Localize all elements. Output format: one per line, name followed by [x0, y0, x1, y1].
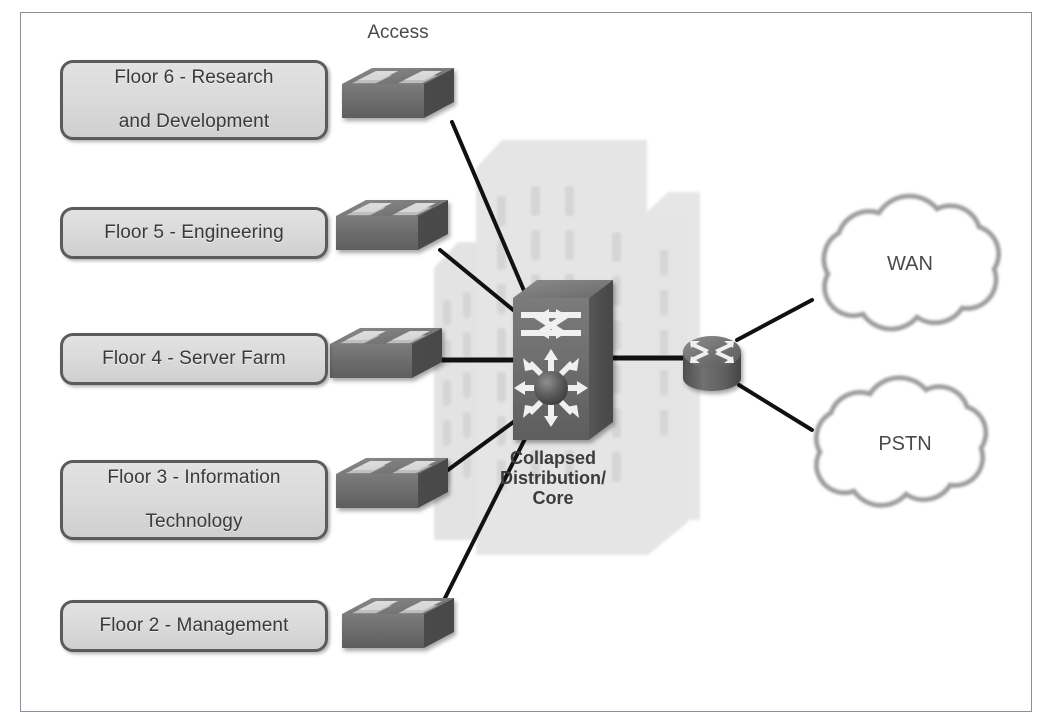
floor-label-floor6[interactable]: Floor 6 - Research and Development [60, 60, 328, 140]
floor6-line2: and Development [118, 111, 270, 132]
network-diagram-art [330, 68, 1002, 648]
access-switch-floor3[interactable] [336, 458, 448, 508]
core-label-line3: Core [532, 488, 574, 508]
access-switch-floor5[interactable] [336, 200, 448, 250]
link-floor2-core [441, 423, 534, 604]
floor-label-floor4[interactable]: Floor 4 - Server Farm [60, 333, 328, 385]
link-floor6-core [450, 120, 530, 302]
core-label-line1: Collapsed [509, 448, 597, 468]
routing-starburst [514, 349, 588, 427]
floor4-line1: Floor 4 - Server Farm [102, 348, 286, 369]
wan-cloud[interactable] [821, 193, 1002, 332]
access-switch-floor4[interactable] [330, 328, 442, 378]
network-links [429, 120, 814, 604]
access-layer-label: Access [367, 22, 429, 43]
wan-cloud-label: WAN [887, 253, 933, 275]
floor3-line2: Technology [145, 511, 243, 532]
access-switch-floor6[interactable] [342, 68, 454, 118]
pstn-cloud-label: PSTN [878, 433, 932, 455]
floor5-line1: Floor 5 - Engineering [104, 222, 284, 243]
access-switch-floor2[interactable] [342, 598, 454, 648]
pstn-cloud[interactable] [813, 375, 989, 508]
diagram-canvas: Access Floor 6 - Research and Developmen… [20, 12, 1032, 712]
core-label-line2: Distribution/ [500, 468, 606, 488]
core-multilayer-switch[interactable] [513, 280, 613, 440]
link-router-wan [735, 298, 814, 342]
router-device[interactable] [683, 336, 741, 391]
floor6-line1: Floor 6 - Research [114, 67, 274, 88]
floor2-line1: Floor 2 - Management [99, 615, 289, 636]
core-label: Collapsed Distribution/ Core [473, 448, 633, 508]
floor3-line1: Floor 3 - Information [107, 467, 281, 488]
link-router-pstn [737, 383, 814, 432]
floor-label-floor5[interactable]: Floor 5 - Engineering [60, 207, 328, 259]
floor-label-floor3[interactable]: Floor 3 - Information Technology [60, 460, 328, 540]
link-floor3-core [435, 413, 525, 480]
link-floor5-core [438, 248, 525, 320]
floor-label-floor2[interactable]: Floor 2 - Management [60, 600, 328, 652]
